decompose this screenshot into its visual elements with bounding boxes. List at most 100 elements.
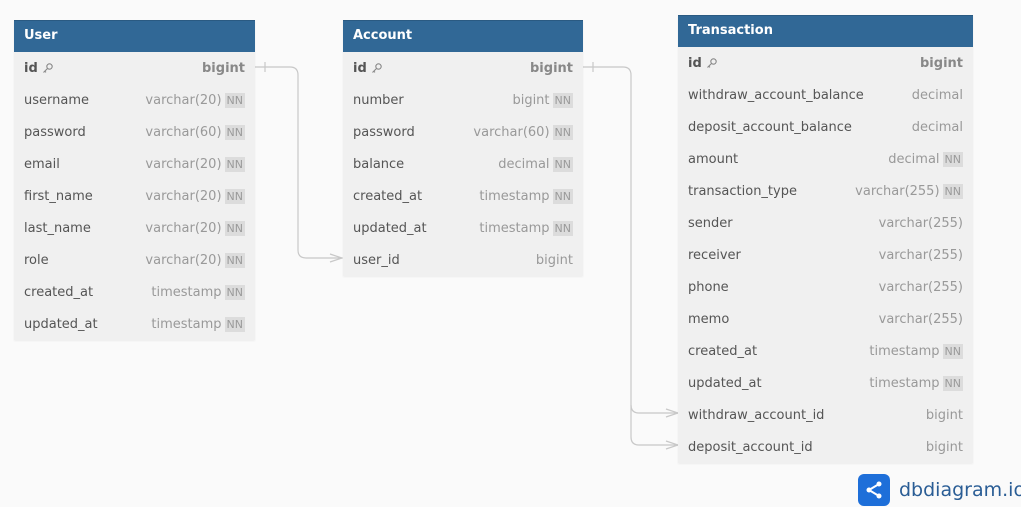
not-null-badge: NN <box>552 188 573 204</box>
field-row-email[interactable]: email varchar(20)NN <box>14 148 255 180</box>
field-row-id[interactable]: id bigint <box>343 52 583 84</box>
field-type: bigint <box>530 60 573 76</box>
not-null-badge: NN <box>224 316 245 332</box>
field-name-cell: last_name <box>24 221 91 236</box>
field-type: varchar(20) <box>145 156 222 172</box>
field-name: username <box>24 92 89 108</box>
field-name-cell: username <box>24 93 89 108</box>
not-null-badge: NN <box>224 156 245 172</box>
field-name-cell: id <box>24 61 54 76</box>
field-name: id <box>24 60 38 76</box>
field-type-cell: varchar(255) <box>879 312 963 327</box>
field-name: password <box>353 124 415 140</box>
field-name-cell: number <box>353 93 404 108</box>
field-name: email <box>24 156 60 172</box>
field-row-password[interactable]: password varchar(60)NN <box>14 116 255 148</box>
field-name: withdraw_account_balance <box>688 87 864 103</box>
field-type: varchar(255) <box>878 215 963 231</box>
field-type-cell: varchar(20)NN <box>145 252 245 268</box>
table-header[interactable]: Transaction <box>678 15 973 47</box>
not-null-badge: NN <box>942 151 963 167</box>
table-header[interactable]: Account <box>343 20 583 52</box>
field-name: id <box>353 60 367 76</box>
field-name: deposit_account_balance <box>688 119 852 135</box>
field-name-cell: password <box>24 125 86 140</box>
field-name-cell: updated_at <box>688 376 762 391</box>
field-name: role <box>24 252 49 268</box>
field-type-cell: varchar(255) <box>879 280 963 295</box>
field-type: varchar(255) <box>855 183 940 199</box>
field-type-cell: varchar(255) <box>879 248 963 263</box>
table-header[interactable]: User <box>14 20 255 52</box>
field-type: timestamp <box>151 316 222 332</box>
field-row-phone[interactable]: phone varchar(255) <box>678 271 973 303</box>
field-name-cell: balance <box>353 157 404 172</box>
field-type: bigint <box>920 55 963 71</box>
field-type: timestamp <box>479 188 550 204</box>
field-row-role[interactable]: role varchar(20)NN <box>14 244 255 276</box>
field-name-cell: deposit_account_balance <box>688 120 852 135</box>
field-type-cell: varchar(60)NN <box>145 124 245 140</box>
not-null-badge: NN <box>224 220 245 236</box>
field-row-transaction-type[interactable]: transaction_type varchar(255)NN <box>678 175 973 207</box>
field-name: balance <box>353 156 405 172</box>
field-name-cell: phone <box>688 280 729 295</box>
share-icon <box>858 474 890 506</box>
field-name-cell: created_at <box>353 189 422 204</box>
field-name: phone <box>688 279 729 295</box>
field-name: withdraw_account_id <box>688 407 825 423</box>
field-name: memo <box>688 311 730 327</box>
field-type: bigint <box>512 92 550 108</box>
field-row-sender[interactable]: sender varchar(255) <box>678 207 973 239</box>
relation-account-transaction-deposit <box>630 405 678 446</box>
relation-user-account <box>255 66 342 259</box>
primary-key-icon <box>706 57 718 69</box>
field-name-cell: updated_at <box>353 221 427 236</box>
field-name: sender <box>688 215 733 231</box>
field-type: varchar(255) <box>878 279 963 295</box>
field-name-cell: created_at <box>24 285 93 300</box>
not-null-badge: NN <box>942 183 963 199</box>
field-name: last_name <box>24 220 91 236</box>
field-name-cell: updated_at <box>24 317 98 332</box>
not-null-badge: NN <box>224 188 245 204</box>
not-null-badge: NN <box>552 220 573 236</box>
field-type: varchar(255) <box>878 247 963 263</box>
primary-key-icon <box>371 62 383 74</box>
field-type: varchar(255) <box>878 311 963 327</box>
field-name: created_at <box>353 188 423 204</box>
field-name: transaction_type <box>688 183 797 199</box>
field-name: password <box>24 124 86 140</box>
dbdiagram-logo[interactable]: dbdiagram.io <box>858 474 1021 506</box>
field-name-cell: role <box>24 253 49 268</box>
field-row-memo[interactable]: memo varchar(255) <box>678 303 973 335</box>
field-type: varchar(20) <box>145 92 222 108</box>
